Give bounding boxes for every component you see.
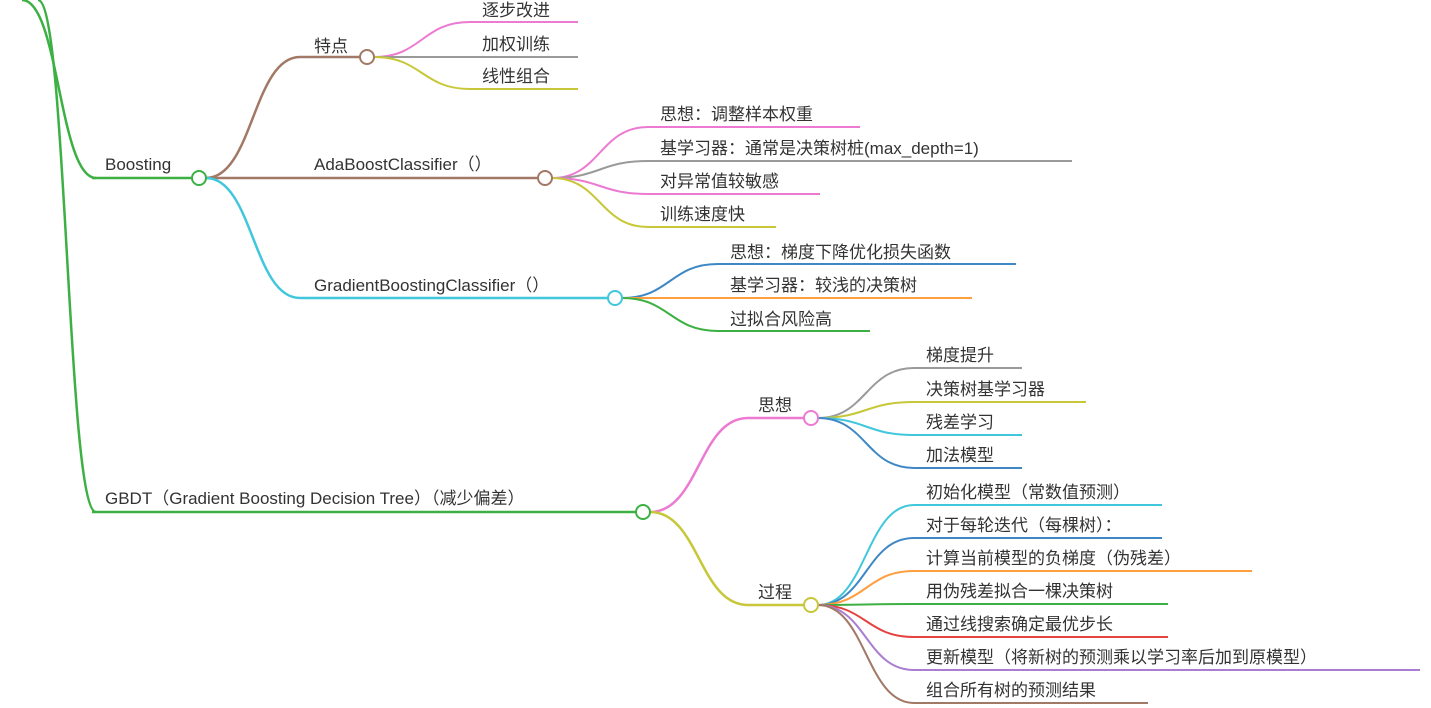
adaboost-item-link — [551, 160, 649, 179]
node-adaboost-item[interactable]: 基学习器：通常是决策树桩(max_depth=1) — [660, 139, 979, 158]
node-feature-item[interactable]: 线性组合 — [482, 67, 550, 86]
node-gbc-item[interactable]: 思想：梯度下降优化损失函数 — [730, 243, 951, 262]
trunk-link-gbdt — [37, 0, 97, 514]
gbdt-link-idea — [649, 416, 749, 514]
node-process-item[interactable]: 用伪残差拟合一棵决策树 — [926, 582, 1113, 601]
node-adaboost-item[interactable]: 训练速度快 — [660, 205, 745, 224]
process-item-link — [817, 604, 915, 704]
idea-node-dot — [803, 410, 819, 426]
node-boosting[interactable]: Boosting — [105, 155, 172, 174]
node-process[interactable]: 过程 — [758, 583, 792, 602]
trunk-link-boosting — [21, 0, 97, 180]
node-process-item[interactable]: 更新模型（将新树的预测乘以学习率后加到原模型） — [926, 648, 1317, 667]
process-item-link — [817, 604, 915, 638]
features-node-dot — [359, 49, 375, 65]
features-item-link — [373, 56, 471, 90]
node-adaboost[interactable]: AdaBoostClassifier（） — [314, 155, 492, 174]
gbdt-node-dot — [635, 504, 651, 520]
process-item-link — [817, 537, 915, 606]
boosting-link-features — [205, 55, 301, 180]
process-item-link — [817, 570, 915, 606]
idea-item-link — [817, 367, 915, 419]
process-node-dot — [803, 597, 819, 613]
node-gbdt[interactable]: GBDT（Gradient Boosting Decision Tree）（减少… — [105, 489, 525, 508]
node-process-item[interactable]: 组合所有树的预测结果 — [926, 681, 1096, 700]
boosting-link-gbc — [205, 176, 301, 300]
node-process-item[interactable]: 通过线搜索确定最优步长 — [926, 615, 1113, 634]
node-feature-item[interactable]: 加权训练 — [482, 35, 550, 54]
gbdt-link-process — [649, 510, 749, 607]
node-gbc-item[interactable]: 基学习器：较浅的决策树 — [730, 276, 917, 295]
idea-item-link — [817, 401, 915, 419]
node-process-item[interactable]: 计算当前模型的负梯度（伪残差） — [926, 549, 1181, 568]
boosting-node-dot — [191, 170, 207, 186]
adaboost-item-link — [551, 126, 649, 179]
node-idea-item[interactable]: 梯度提升 — [926, 346, 994, 365]
node-idea-item[interactable]: 残差学习 — [926, 413, 994, 432]
adaboost-node-dot — [537, 170, 553, 186]
features-item-link — [373, 21, 471, 58]
node-idea[interactable]: 思想 — [758, 396, 792, 415]
process-item-link — [817, 504, 915, 606]
node-idea-item[interactable]: 加法模型 — [926, 446, 994, 465]
node-gbc[interactable]: GradientBoostingClassifier（） — [314, 276, 550, 295]
gbc-item-link — [621, 263, 719, 299]
idea-item-link — [817, 417, 915, 469]
gbc-node-dot — [607, 290, 623, 306]
process-item-link — [817, 603, 915, 606]
node-gbc-item[interactable]: 过拟合风险高 — [730, 310, 832, 329]
node-adaboost-item[interactable]: 对异常值较敏感 — [660, 172, 779, 191]
adaboost-item-link — [551, 177, 649, 228]
node-idea-item[interactable]: 决策树基学习器 — [926, 380, 1045, 399]
node-feature-item[interactable]: 逐步改进 — [482, 1, 550, 20]
node-process-item[interactable]: 对于每轮迭代（每棵树）： — [926, 516, 1122, 535]
gbc-item-link — [621, 297, 719, 332]
node-features[interactable]: 特点 — [314, 37, 348, 56]
process-item-link — [817, 604, 915, 671]
node-adaboost-item[interactable]: 思想：调整样本权重 — [660, 105, 813, 124]
node-process-item[interactable]: 初始化模型（常数值预测） — [926, 483, 1130, 502]
